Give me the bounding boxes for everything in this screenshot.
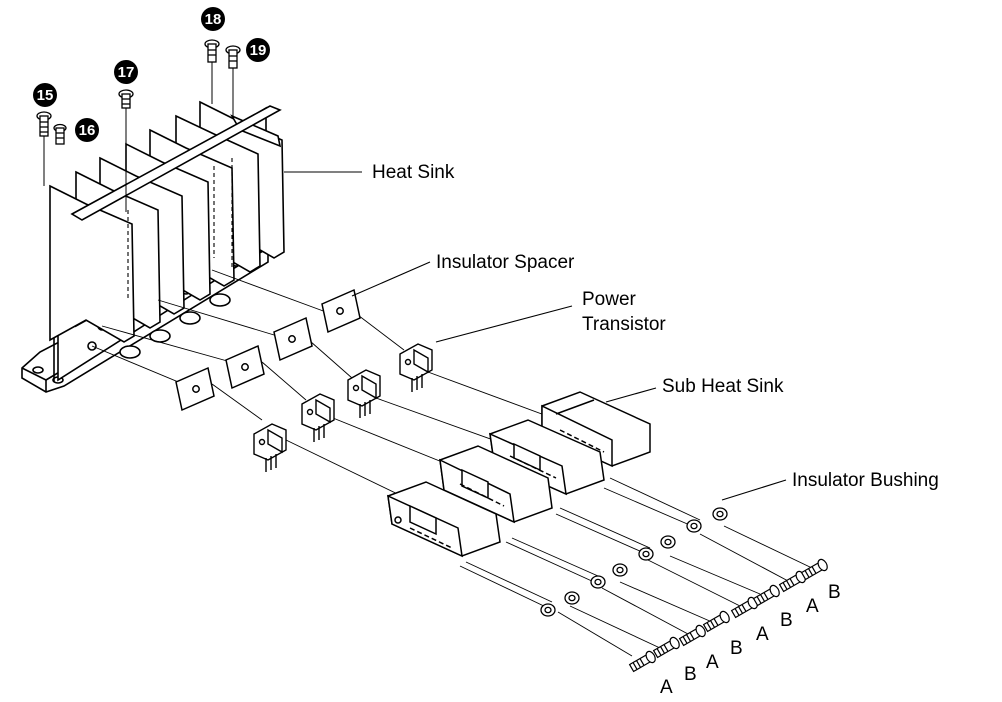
insulator-bushing-2 [564, 591, 580, 605]
small-screws [628, 558, 828, 673]
callout-19: 19 [246, 38, 270, 62]
letter-b-3: B [780, 610, 793, 631]
screw-a-2 [678, 624, 706, 647]
insulator-bushing-5 [638, 547, 654, 561]
screw-a-3 [730, 596, 758, 619]
callout-19-text: 19 [250, 42, 267, 59]
power-transistor-label-line1: Power [582, 289, 637, 310]
sub-heat-sink-label: Sub Heat Sink [662, 376, 784, 397]
sub-heat-sink-2 [439, 445, 553, 524]
heat-sink-top-bar [70, 105, 282, 221]
callout-16-text: 16 [79, 122, 96, 139]
callout-18: 18 [201, 7, 225, 31]
insulator-bushing-7 [686, 519, 702, 533]
insulator-spacer-label: Insulator Spacer [436, 252, 575, 273]
sub-heat-sink-1 [387, 481, 501, 558]
power-transistor-2 [301, 393, 335, 442]
insulator-spacers [175, 288, 361, 412]
screw-17 [118, 89, 134, 212]
insulator-bushing-8 [712, 507, 728, 521]
callout-15: 15 [33, 83, 57, 107]
power-transistors [253, 343, 433, 472]
heat-sink-assembly [21, 100, 285, 393]
callout-18-text: 18 [205, 11, 222, 28]
callout-15-text: 15 [37, 87, 54, 104]
letter-b-4: B [828, 582, 841, 603]
screw-b-1 [652, 636, 680, 659]
heat-sink-label: Heat Sink [372, 162, 455, 183]
callout-16: 16 [75, 118, 99, 142]
screw-b-3 [752, 584, 780, 607]
power-transistor-4 [399, 343, 433, 392]
power-transistor-3 [347, 369, 381, 418]
insulator-bushings [540, 507, 728, 617]
screw-b-2 [702, 610, 730, 633]
insulator-bushing-6 [660, 535, 676, 549]
letter-a-4: A [806, 596, 819, 617]
screw-a-4 [778, 570, 806, 593]
letter-b-1: B [684, 664, 697, 685]
power-transistor-label-line2: Transistor [582, 314, 666, 335]
insulator-bushing-1 [540, 603, 556, 617]
callout-17-text: 17 [118, 64, 135, 81]
insulator-bushing-4 [612, 563, 628, 577]
letter-a-2: A [706, 652, 719, 673]
leader-lines [284, 171, 787, 501]
screw-16 [53, 123, 67, 145]
top-screws [36, 39, 241, 212]
callout-17: 17 [114, 60, 138, 84]
sub-heat-sinks [387, 391, 651, 558]
insulator-bushing-3 [590, 575, 606, 589]
screw-letter-labels: A B A B A B A B [660, 582, 841, 698]
letter-a-3: A [756, 624, 769, 645]
letter-a-1: A [660, 677, 673, 697]
screw-18 [204, 39, 220, 104]
insulator-bushing-label: Insulator Bushing [792, 470, 939, 491]
screw-15 [36, 111, 52, 186]
letter-b-2: B [730, 638, 743, 659]
screw-b-4 [800, 558, 828, 581]
power-transistor-1 [253, 423, 287, 472]
screw-19 [225, 45, 241, 116]
screw-a-1 [628, 650, 656, 673]
